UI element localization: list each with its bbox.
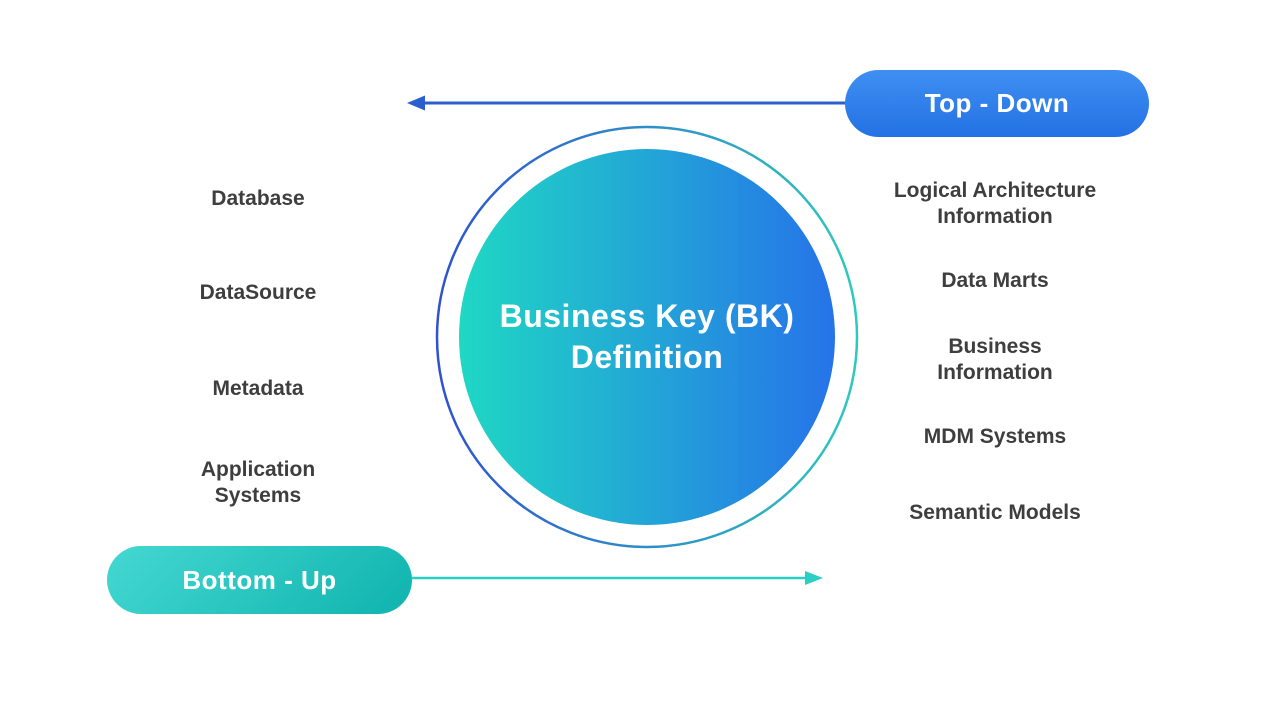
- bottom-up-pill: Bottom - Up: [107, 546, 412, 614]
- left-item-database: Database: [211, 187, 305, 210]
- right-arrowhead-icon: [805, 571, 823, 585]
- right-item-logical-architecture-information: Logical Architecture Information: [893, 179, 1097, 228]
- left-item-datasource: DataSource: [199, 281, 317, 304]
- left-arrowhead-icon: [407, 95, 425, 111]
- left-item-metadata: Metadata: [212, 377, 304, 400]
- top-down-pill: Top - Down: [845, 70, 1149, 137]
- top-down-pill-label: Top - Down: [924, 88, 1070, 118]
- right-item-semantic-models: Semantic Models: [909, 501, 1081, 524]
- right-item-mdm-systems: MDM Systems: [923, 425, 1067, 448]
- right-item-data-marts: Data Marts: [941, 269, 1049, 292]
- left-item-application-systems: Application Systems: [200, 458, 316, 507]
- outer-ring: [435, 125, 859, 549]
- right-item-business-information: Business Information: [937, 335, 1053, 384]
- center-circle-title: Business Key (BK) Definition: [499, 298, 795, 375]
- bottom-up-pill-label: Bottom - Up: [182, 564, 337, 595]
- center-circle: [459, 149, 835, 525]
